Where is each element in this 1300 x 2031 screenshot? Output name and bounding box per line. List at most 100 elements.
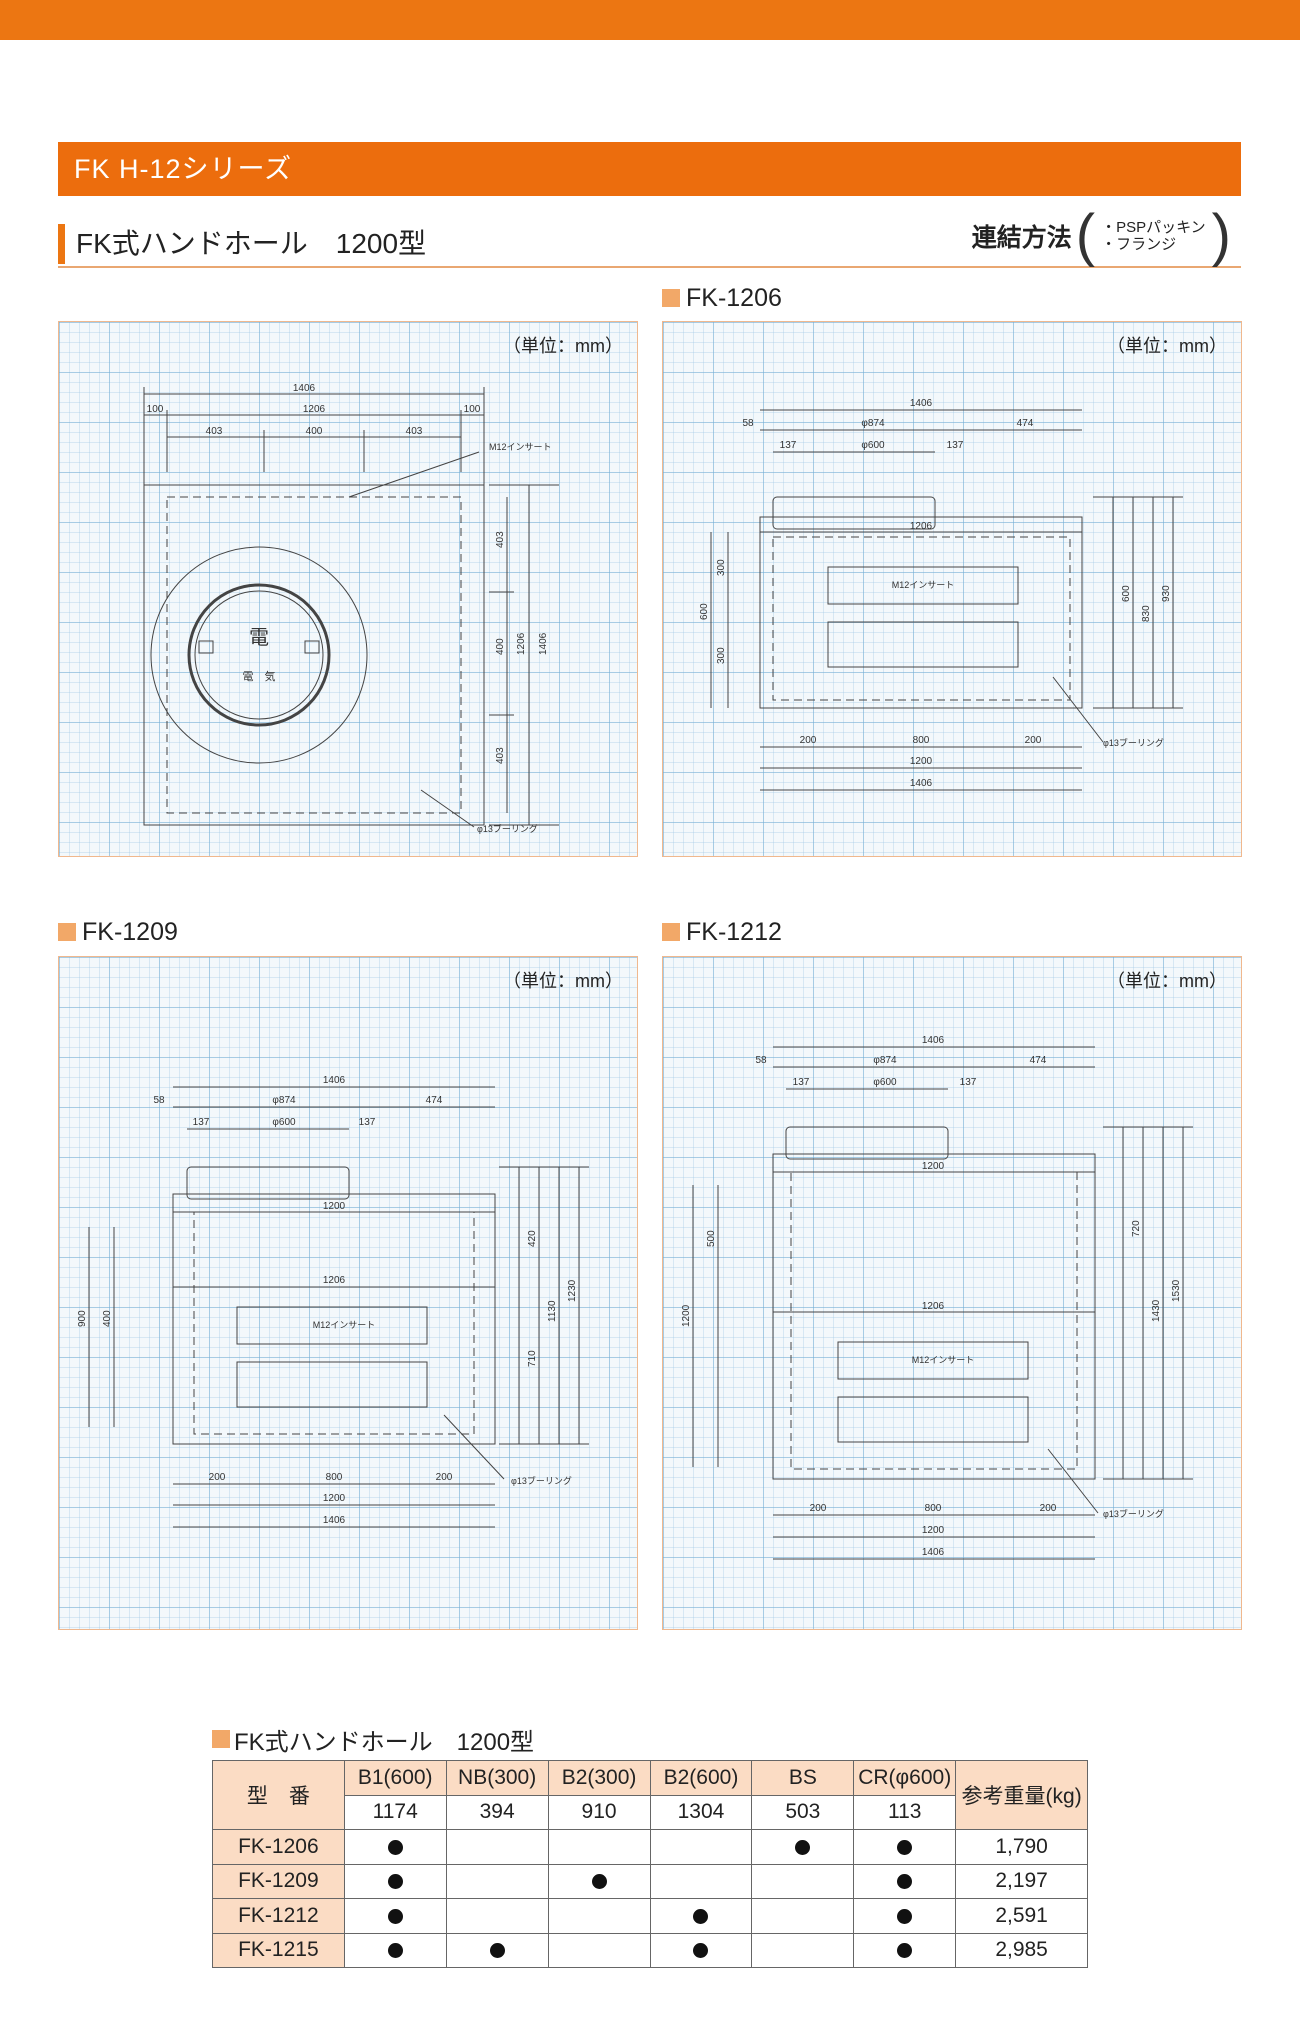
dim-400: 400 [495,638,506,655]
dim-403: 403 [406,426,423,437]
dim-300: 300 [716,559,727,576]
col-value: 910 [547,1794,651,1830]
dim-58: 58 [742,418,754,429]
dim-1406: 1406 [922,1035,945,1046]
window-upper [837,1341,1029,1380]
col-value: 503 [751,1794,855,1830]
dim-403: 403 [495,531,506,548]
weight-cell: 2,591 [955,1898,1088,1934]
connection-option-flange: ・フランジ [1101,236,1177,253]
frame-ring [150,546,368,764]
bolt-label: φ13ブーリング [511,1475,572,1486]
dim-1406: 1406 [922,1547,945,1558]
mark-cell [853,1898,957,1934]
cover-word: 電 気 [243,669,276,683]
col-header: B1(600) [343,1760,447,1796]
connection-options: ・PSPパッキン ・フランジ [1095,219,1212,253]
drawing-panel-top-view: （単位：mm） 1406 1206 100 100 4 [58,321,638,857]
mark-cell [547,1898,651,1934]
dim-1200: 1200 [922,1161,945,1172]
dim-600: φ600 [272,1117,296,1128]
dim-474: 474 [426,1095,443,1106]
dim-403: 403 [495,747,506,764]
bolt-label: φ13ブーリング [477,823,538,834]
filled-circle-icon [591,1874,607,1890]
dim-800: 800 [913,735,930,746]
dim-137: 137 [193,1117,210,1128]
col-header: NB(300) [445,1760,549,1796]
dim-800: 800 [925,1503,942,1514]
col-header: B2(600) [649,1760,753,1796]
model-cell: FK-1215 [212,1932,345,1968]
body [172,1193,496,1445]
dim-1430: 1430 [1151,1299,1162,1322]
filled-circle-icon [897,1908,913,1924]
unit-label: （単位：mm） [503,971,623,991]
dim-1230: 1230 [567,1279,578,1302]
model-header: 型 番 [212,1760,345,1830]
table-title: FK式ハンドホール 1200型 [212,1724,534,1756]
top-accent-bar [0,0,1300,40]
inner-dashed [166,496,462,814]
mark-cell [343,1863,447,1899]
collar [186,1166,350,1200]
connection-method: 連結方法 ( ・PSPパッキン ・フランジ ) [972,206,1231,266]
panel-label-text: FK-1206 [686,283,782,312]
inner-dashed [772,536,1071,701]
dim-1206: 1206 [922,1301,945,1312]
cover-outer [187,583,331,727]
dim-1206: 1206 [516,632,527,655]
table-header-row: 型 番 B1(600) NB(300) B2(300) B2(600) BS C… [212,1760,1088,1830]
connection-label: 連結方法 [971,224,1072,252]
dim-1406: 1406 [910,398,933,409]
dim-200: 200 [436,1472,453,1483]
mark-cell [751,1932,855,1968]
heading-accent [58,224,65,264]
filled-circle-icon [387,1874,403,1890]
mark-cell [547,1863,651,1899]
mark-cell [751,1829,855,1865]
label-square [212,1730,230,1748]
m12-insert-label: M12インサート [313,1320,376,1330]
cover-inner [194,590,324,720]
weight-header: 参考重量(kg) [955,1760,1088,1830]
dim-1130: 1130 [547,1300,558,1322]
label-square [662,923,680,941]
section-title: FK式ハンドホール 1200型 [76,228,427,259]
mark-cell [343,1898,447,1934]
dim-137: 137 [780,440,797,451]
dim-200: 200 [810,1503,827,1514]
inner-dashed [790,1171,1078,1470]
mark-cell [343,1932,447,1968]
collar [785,1126,949,1160]
left-paren: ( [1075,203,1096,268]
mark-cell [445,1898,549,1934]
filled-circle-icon [693,1908,709,1924]
model-cell: FK-1206 [212,1829,345,1865]
dim-100: 100 [464,404,481,415]
section-heading: FK式ハンドホール 1200型 連結方法 ( ・PSPパッキン ・フランジ ) [58,207,1241,268]
table-value-row: 1174 394 910 1304 503 113 [213,1794,1088,1830]
bolt-label: φ13ブーリング [1103,737,1164,748]
dim-800: 800 [326,1472,343,1483]
dim-500: 500 [706,1230,717,1247]
dim-200: 200 [800,735,817,746]
weight-cell: 1,790 [955,1829,1088,1865]
spec-table: 型 番 B1(600) NB(300) B2(300) B2(600) BS C… [212,1760,1088,1968]
dim-300: 300 [716,647,727,664]
dim-474: 474 [1030,1055,1047,1066]
mark-cell [445,1829,549,1865]
bolt-label: φ13ブーリング [1103,1508,1164,1519]
mark-cell [751,1863,855,1899]
m12-insert-label: M12インサート [892,580,955,590]
mark-cell [751,1898,855,1934]
body [759,516,1083,709]
mark-cell [547,1932,651,1968]
filled-circle-icon [387,1839,403,1855]
spec-table-wrap: 型 番 B1(600) NB(300) B2(300) B2(600) BS C… [212,1760,1088,1968]
filled-circle-icon [387,1908,403,1924]
drawing-panel-fk1212: （単位：mm） 1406 58 φ874 474 137 φ600 137 12… [662,956,1242,1630]
